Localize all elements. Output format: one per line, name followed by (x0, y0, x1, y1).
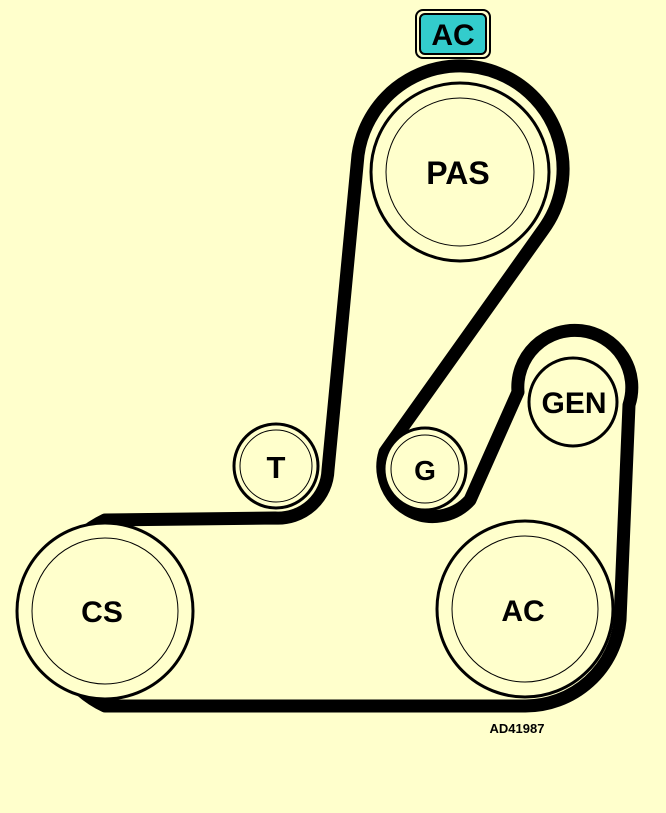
pulley-tensioner-label: T (267, 450, 286, 485)
pulley-idler: G (382, 426, 468, 512)
pulley-crankshaft-label: CS (81, 596, 123, 629)
reference-code: AD41987 (490, 721, 545, 736)
pulley-gen: GEN (527, 356, 619, 448)
pulley-crankshaft: CS (15, 521, 195, 701)
pulley-pas: PAS (369, 81, 551, 263)
pulley-pas-label: PAS (426, 155, 489, 191)
ac-badge-fill (419, 13, 487, 55)
pulley-ac-label: AC (501, 595, 544, 628)
pulley-tensioner: T (232, 422, 320, 510)
pulley-gen-label: GEN (541, 387, 606, 420)
pulley-idler-label: G (414, 455, 436, 486)
pulley-ac: AC (435, 519, 615, 699)
ac-badge-label: AC (431, 19, 474, 52)
ac-badge: AC (415, 9, 491, 59)
